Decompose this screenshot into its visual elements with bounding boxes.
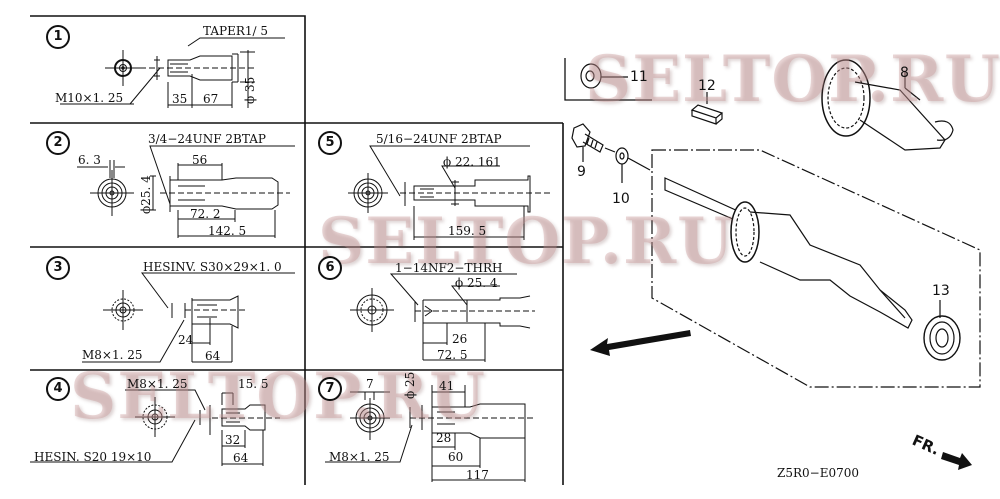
note-thread: 3∕4−24UNF 2BTAP xyxy=(148,132,266,146)
callout-part-11: 11 xyxy=(630,69,648,85)
panel-number-1: 1 xyxy=(46,25,70,49)
note-thread: M8×1. 25 xyxy=(127,377,188,391)
note-thread: 5∕16−24UNF 2BTAP xyxy=(376,132,502,146)
dim-64: 64 xyxy=(233,451,249,465)
dim-60: 60 xyxy=(448,450,464,464)
note-thread: M8×1. 25 xyxy=(329,450,390,464)
direction-arrow-icon xyxy=(590,330,691,356)
note-thread: M10×1. 25 xyxy=(55,91,124,105)
drawing-code: Z5R0−E0700 xyxy=(777,466,859,480)
panel-4-drawing xyxy=(30,389,280,466)
dim-159-5: 159. 5 xyxy=(448,224,487,238)
watermark: SELTOP.RU xyxy=(585,42,1000,117)
dim-64: 64 xyxy=(205,349,221,363)
watermark: SELTOP.RU xyxy=(70,359,486,434)
panel-7-drawing xyxy=(325,385,535,482)
panel-number-5: 5 xyxy=(318,131,342,155)
dim-6-3: 6. 3 xyxy=(78,153,101,167)
note-thread: 1−14NF2−THRH xyxy=(395,261,503,275)
callout-part-13: 13 xyxy=(932,283,950,299)
note-spline: HESIN. S20 19×10 xyxy=(34,450,152,464)
dim-28: 28 xyxy=(436,431,452,445)
dim-117: 117 xyxy=(466,468,489,482)
panel-5-drawing xyxy=(348,145,550,240)
dim-dia-35: ϕ 35 xyxy=(243,76,257,104)
dim-72-5: 72. 5 xyxy=(437,348,468,362)
dim-15-5: 15. 5 xyxy=(238,377,269,391)
dim-dia-25-4: ϕ25. 4 xyxy=(139,175,153,214)
dim-56: 56 xyxy=(192,153,208,167)
dim-dia-25-4: ϕ 25. 4 xyxy=(455,276,498,290)
panel-number-7: 7 xyxy=(318,377,342,401)
dim-dia-22-161: ϕ 22. 161 xyxy=(443,155,501,169)
dim-142-5: 142. 5 xyxy=(208,224,247,238)
panel-number-4: 4 xyxy=(46,377,70,401)
panel-3-drawing xyxy=(82,272,295,363)
dim-32: 32 xyxy=(225,433,241,447)
callout-part-9: 9 xyxy=(577,164,586,180)
front-arrow-icon xyxy=(941,452,972,470)
dim-41: 41 xyxy=(439,379,455,393)
dim-26: 26 xyxy=(452,332,468,346)
exploded-view xyxy=(571,59,981,388)
panel-2-drawing xyxy=(77,145,295,238)
panel-6-drawing xyxy=(350,273,535,362)
dim-67: 67 xyxy=(203,92,219,106)
panel-1-drawing xyxy=(60,37,285,108)
note-spline: HESINV. S30×29×1. 0 xyxy=(143,260,282,274)
dim-35: 35 xyxy=(172,92,188,106)
callout-part-12: 12 xyxy=(698,78,716,94)
callout-part-10: 10 xyxy=(612,191,630,207)
note-taper: TAPER1∕ 5 xyxy=(203,24,269,38)
panel-number-6: 6 xyxy=(318,256,342,280)
dim-dia-25: ϕ 25 xyxy=(403,371,417,399)
panel-number-3: 3 xyxy=(46,256,70,280)
note-thread: M8×1. 25 xyxy=(82,348,143,362)
dim-24: 24 xyxy=(178,333,194,347)
panel-number-2: 2 xyxy=(46,131,70,155)
callout-part-8: 8 xyxy=(900,65,909,81)
watermark: SELTOP.RU xyxy=(318,204,734,279)
dim-72-2: 72. 2 xyxy=(190,207,221,221)
dim-7: 7 xyxy=(366,377,374,391)
